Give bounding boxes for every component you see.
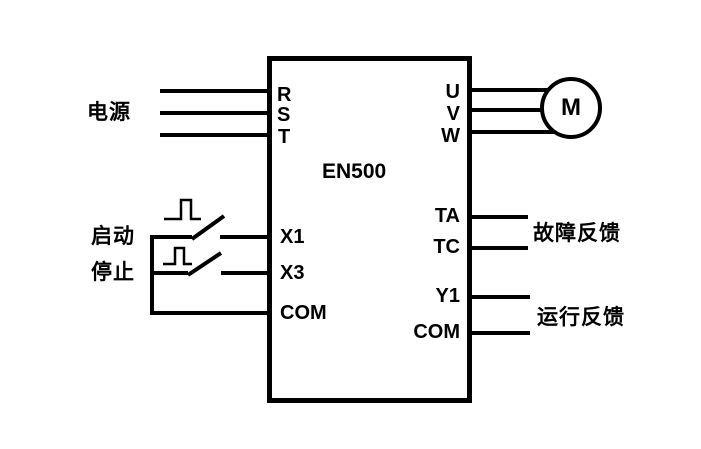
pulse-signal-icon-start: [164, 198, 201, 221]
wire-w: [469, 130, 570, 134]
wire-y1: [469, 295, 530, 299]
wire-control-common-vertical: [150, 235, 154, 315]
terminal-com-right: COM: [413, 321, 460, 343]
terminal-x1: X1: [280, 226, 305, 248]
wire-x1-left: [150, 235, 192, 239]
stop-label: 停止: [91, 261, 135, 284]
terminal-y1: Y1: [435, 285, 460, 307]
terminal-com-left: COM: [280, 302, 327, 324]
wire-x3-left: [150, 271, 188, 275]
wire-r: [160, 89, 268, 93]
wire-u: [469, 88, 570, 92]
terminal-tc: TC: [433, 236, 460, 258]
start-label: 启动: [91, 225, 135, 248]
terminal-x3: X3: [280, 262, 305, 284]
terminal-r: R: [277, 84, 292, 106]
motor-label: M: [561, 94, 581, 121]
wire-x3-right: [221, 271, 268, 275]
inverter-model-label: EN500: [322, 160, 387, 183]
terminal-ta: TA: [434, 205, 460, 227]
terminal-s: S: [277, 104, 291, 126]
terminal-u: U: [445, 81, 460, 103]
wire-tc: [469, 246, 528, 250]
wire-ta: [469, 215, 528, 219]
stop-switch-icon: [186, 251, 223, 277]
wire-x1-right: [220, 235, 268, 239]
run-feedback-label: 运行反馈: [537, 306, 625, 329]
wire-com-right: [469, 331, 530, 335]
pulse-signal-icon-stop: [163, 246, 192, 266]
wire-t: [160, 133, 268, 137]
wire-s: [160, 111, 268, 115]
motor-icon: M: [540, 77, 602, 139]
terminal-t: T: [278, 126, 291, 148]
power-label: 电源: [87, 101, 131, 124]
inverter-box: [267, 56, 472, 403]
terminal-w: W: [441, 125, 460, 147]
fault-feedback-label: 故障反馈: [533, 222, 621, 245]
wire-v: [469, 108, 570, 112]
terminal-v: V: [446, 103, 460, 125]
wire-com-left: [150, 311, 268, 315]
